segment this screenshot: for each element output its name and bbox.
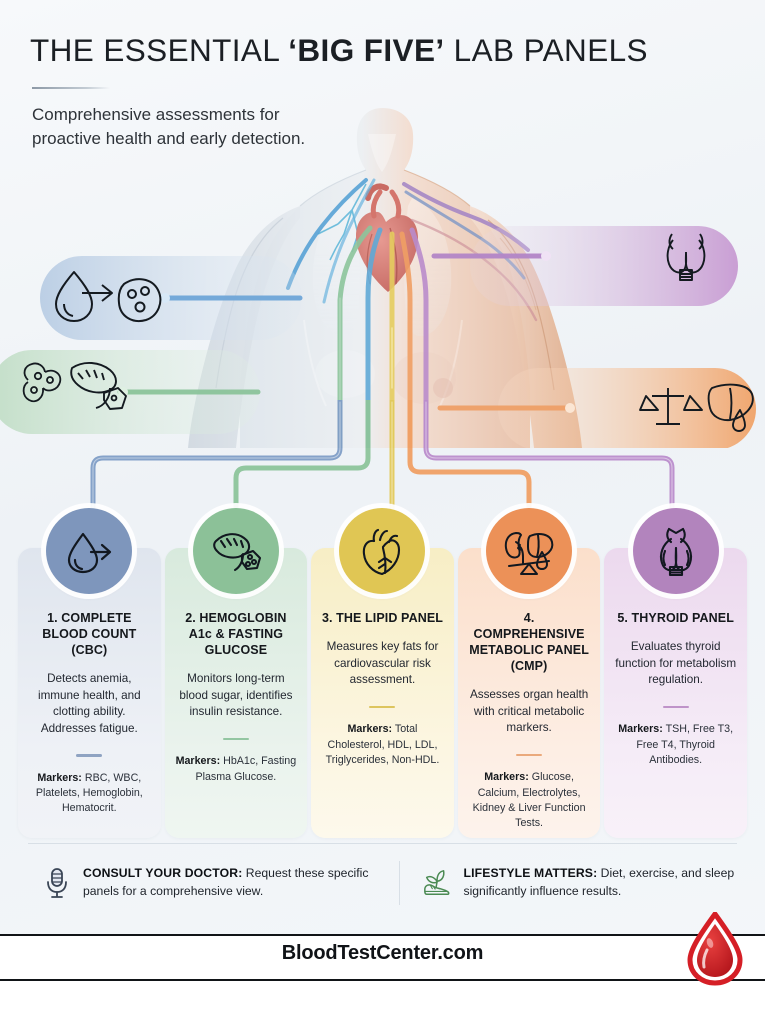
- card-desc-thyroid: Evaluates thyroid function for metabolis…: [615, 640, 737, 687]
- kidney-liver-scale-icon: [504, 532, 554, 575]
- note-text-consult: CONSULT YOUR DOCTOR: Request these speci…: [83, 865, 399, 900]
- card-icon-lipid: [339, 508, 426, 594]
- card-icon-cbc: [46, 508, 133, 594]
- blood-drop-arrow-icon: [55, 271, 113, 322]
- notes-vertical-divider: [399, 861, 401, 905]
- title-part-post: LAB PANELS: [444, 32, 648, 68]
- cmp-pill: [437, 368, 756, 448]
- title-part-emphasis: ‘BIG FIVE’: [288, 32, 445, 68]
- page-title: THE ESSENTIAL ‘BIG FIVE’ LAB PANELS: [30, 32, 740, 69]
- thyroid-gland-icon: [666, 233, 706, 281]
- card-title-hba1c: 2. HEMOGLOBIN A1c & FASTING GLUCOSE: [185, 611, 287, 657]
- ribbon-bundle: [337, 225, 429, 448]
- markers-value-cmp: Glucose, Calcium, Electrolytes, Kidney &…: [472, 771, 586, 829]
- markers-label-thyroid: Markers:: [618, 723, 663, 736]
- card-markers-thyroid: Markers: TSH, Free T3, Free T4, Thyroid …: [613, 722, 738, 768]
- pancreas-icon: [70, 362, 127, 410]
- balance-scale-icon: [639, 388, 703, 425]
- card-icon-thyroid: [632, 508, 719, 594]
- footer-brand[interactable]: BloodTestCenter.com: [281, 942, 484, 964]
- microphone-icon: [42, 866, 72, 900]
- subtitle: Comprehensive assessments for proactive …: [32, 105, 306, 149]
- card-separator-cbc: [76, 754, 103, 757]
- card-desc-cmp: Assesses organ health with critical meta…: [469, 688, 589, 735]
- card-cmp[interactable]: 4. COMPREHENSIVE METABOLIC PANEL (CMP) A…: [457, 508, 601, 838]
- card-markers-cmp: Markers: Glucose, Calcium, Electrolytes,…: [467, 770, 592, 831]
- markers-value-lipid: Total Cholesterol, HDL, LDL, Triglycerid…: [325, 723, 440, 766]
- note-body-lifestyle: Diet, exercise, and sleep significantly …: [463, 866, 735, 898]
- card-lipid[interactable]: 3. THE LIPID PANEL Measures key fats for…: [311, 508, 454, 838]
- note-label-consult: CONSULT YOUR DOCTOR:: [83, 866, 243, 881]
- blood-drop-arrow-icon: [68, 532, 112, 574]
- thyroid-gland-icon: [659, 527, 692, 577]
- card-hba1c[interactable]: 2. HEMOGLOBIN A1c & FASTING GLUCOSE Moni…: [164, 508, 308, 838]
- card-icon-cmp: [486, 508, 573, 594]
- card-title-thyroid: 5. THYROID PANEL: [617, 611, 734, 625]
- notes-bar: CONSULT YOUR DOCTOR: Request these speci…: [28, 852, 737, 914]
- cells-cluster-icon: [22, 362, 62, 403]
- card-markers-cbc: Markers: RBC, WBC, Platelets, Hemoglobin…: [27, 771, 152, 817]
- footer-rule-bottom: [0, 979, 765, 981]
- markers-value-cbc: RBC, WBC, Platelets, Hemoglobin, Hematoc…: [35, 771, 143, 815]
- blood-cells-icon: [117, 278, 162, 322]
- glucose-pill: [0, 350, 261, 434]
- card-icon-hba1c: [192, 508, 279, 594]
- markers-label-lipid: Markers:: [347, 723, 393, 736]
- card-cbc[interactable]: 1. COMPLETE BLOOD COUNT (CBC) Detects an…: [18, 508, 161, 838]
- title-underline-rule: [32, 87, 110, 89]
- blood-drop-logo: [687, 909, 743, 986]
- pancreas-icon: [213, 533, 261, 572]
- card-desc-cbc: Detects anemia, immune health, and clott…: [37, 672, 141, 735]
- thyroid-pill: [431, 226, 738, 306]
- note-label-lifestyle: LIFESTYLE MATTERS:: [463, 866, 598, 881]
- card-thyroid[interactable]: 5. THYROID PANEL Evaluates thyroid funct…: [604, 508, 747, 838]
- markers-label-cmp: Markers:: [484, 771, 529, 784]
- card-markers-hba1c: Markers: HbA1c, Fasting Plasma Glucose.: [174, 754, 299, 784]
- card-desc-lipid: Measures key fats for cardiovascular ris…: [326, 640, 439, 687]
- markers-value-hba1c: HbA1c, Fasting Plasma Glucose.: [195, 755, 297, 783]
- connector-lines: [0, 397, 765, 560]
- title-part-pre: THE ESSENTIAL: [30, 32, 289, 68]
- markers-label-hba1c: Markers:: [175, 755, 221, 768]
- card-separator-cmp: [516, 753, 543, 757]
- heart-icon: [363, 528, 401, 576]
- note-consult: CONSULT YOUR DOCTOR: Request these speci…: [28, 865, 399, 900]
- card-separator-hba1c: [222, 737, 249, 741]
- card-separator-thyroid: [662, 705, 689, 709]
- note-text-lifestyle: LIFESTYLE MATTERS: Diet, exercise, and s…: [463, 865, 737, 900]
- card-title-cbc: 1. COMPLETE BLOOD COUNT (CBC): [42, 611, 137, 657]
- anatomy-illustration: [0, 88, 765, 448]
- panel-cards: 1. COMPLETE BLOOD COUNT (CBC) Detects an…: [18, 508, 747, 838]
- liver-icon: [707, 383, 754, 432]
- card-title-cmp: 4. COMPREHENSIVE METABOLIC PANEL (CMP): [469, 611, 589, 673]
- markers-label-cbc: Markers:: [37, 771, 82, 784]
- card-title-lipid: 3. THE LIPID PANEL: [321, 611, 443, 625]
- card-separator-lipid: [369, 705, 396, 709]
- card-markers-lipid: Markers: Total Cholesterol, HDL, LDL, Tr…: [320, 722, 445, 768]
- sneaker-leaf-icon: [422, 866, 452, 900]
- footer-rule-top: [0, 934, 765, 936]
- note-lifestyle: LIFESTYLE MATTERS: Diet, exercise, and s…: [400, 865, 737, 900]
- footer: BloodTestCenter.com: [0, 909, 765, 1024]
- card-desc-hba1c: Monitors long-term blood sugar, identifi…: [179, 672, 293, 719]
- notes-divider-rule: [28, 843, 737, 844]
- note-body-consult: Request these specific panels for a comp…: [83, 866, 369, 898]
- cbc-pill: [40, 256, 303, 340]
- markers-value-thyroid: TSH, Free T3, Free T4, Thyroid Antibodie…: [636, 723, 734, 766]
